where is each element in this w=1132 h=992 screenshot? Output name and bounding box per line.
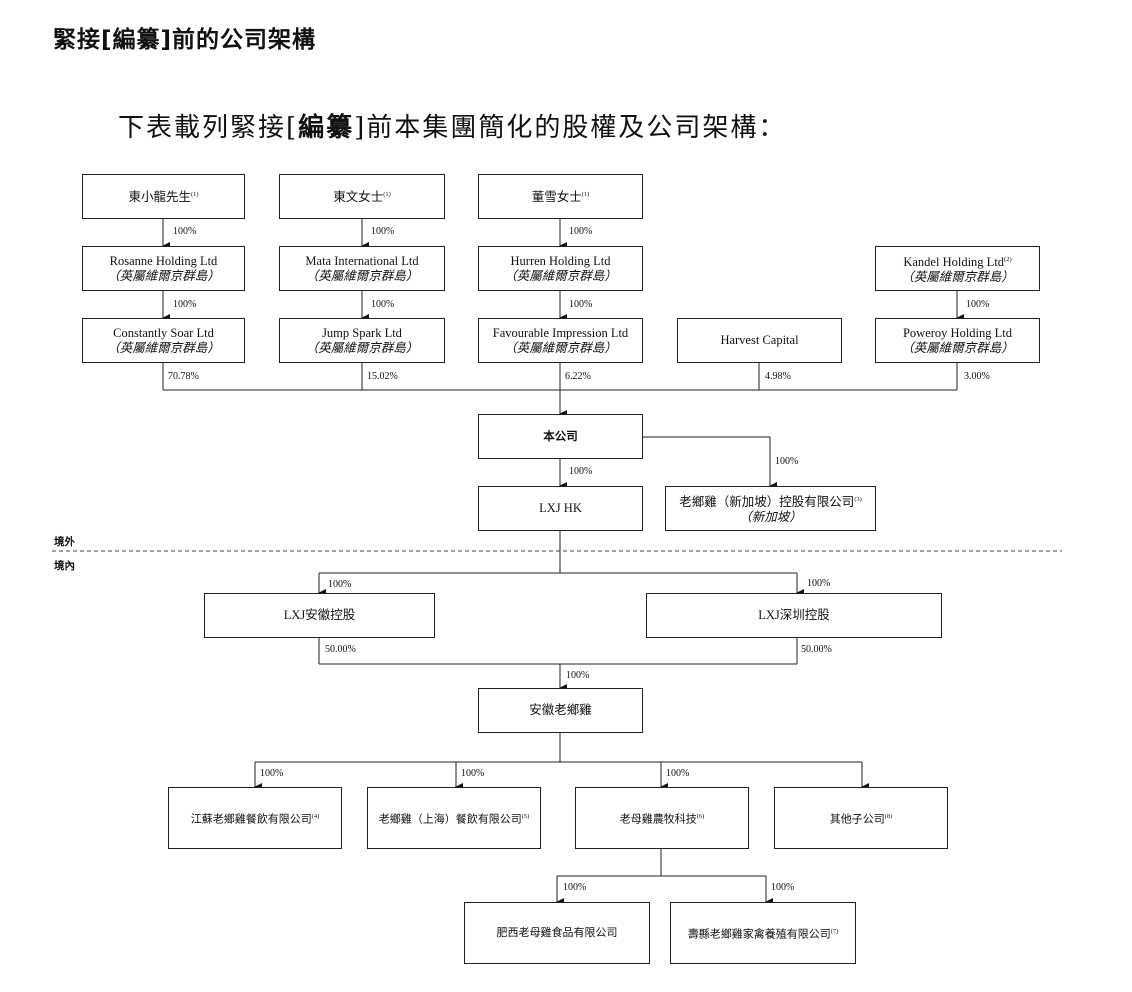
entity-box-rosanne: Rosanne Holding Ltd（英屬維爾京群島） <box>82 246 245 291</box>
entity-box-singapore: 老鄉雞（新加坡）控股有限公司(3)（新加坡） <box>665 486 876 531</box>
entity-box-company: 本公司 <box>478 414 643 459</box>
percentage-label: 100% <box>569 299 593 310</box>
entity-box-jump-spark: Jump Spark Ltd（英屬維爾京群島） <box>279 318 445 363</box>
entity-box-shanghai: 老鄉雞（上海）餐飲有限公司(5) <box>367 787 541 849</box>
entity-box-anhui-lxj: 安徽老鄉雞 <box>478 688 643 733</box>
percentage-label: 50.00% <box>325 644 356 655</box>
entity-box-shenzhen-holding: LXJ深圳控股 <box>646 593 942 638</box>
percentage-label: 3.00% <box>964 371 990 382</box>
entity-box-anhui-holding: LXJ安徽控股 <box>204 593 435 638</box>
entity-box-farming: 老母雞農牧科技(6) <box>575 787 749 849</box>
entity-box-holder2: 東文女士(1) <box>279 174 445 219</box>
entity-box-holder3: 董雪女士(1) <box>478 174 643 219</box>
percentage-label: 100% <box>666 768 690 779</box>
percentage-label: 100% <box>775 456 799 467</box>
percentage-label: 100% <box>260 768 284 779</box>
percentage-label: 70.78% <box>168 371 199 382</box>
entity-box-favourable: Favourable Impression Ltd（英屬維爾京群島） <box>478 318 643 363</box>
entity-box-harvest: Harvest Capital <box>677 318 842 363</box>
entity-box-lxj-hk: LXJ HK <box>478 486 643 531</box>
percentage-label: 100% <box>966 299 990 310</box>
percentage-label: 6.22% <box>565 371 591 382</box>
entity-box-kandel: Kandel Holding Ltd(2)（英屬維爾京群島） <box>875 246 1040 291</box>
entity-box-constantly-soar: Constantly Soar Ltd（英屬維爾京群島） <box>82 318 245 363</box>
entity-box-poweroy: Poweroy Holding Ltd（英屬維爾京群島） <box>875 318 1040 363</box>
entity-box-jiangsu: 江蘇老鄉雞餐飲有限公司(4) <box>168 787 342 849</box>
percentage-label: 4.98% <box>765 371 791 382</box>
percentage-label: 100% <box>173 226 197 237</box>
percentage-label: 15.02% <box>367 371 398 382</box>
percentage-label: 100% <box>371 226 395 237</box>
page-heading: 緊接[編纂]前的公司架構 <box>53 27 317 53</box>
entity-box-hurren: Hurren Holding Ltd（英屬維爾京群島） <box>478 246 643 291</box>
entity-box-others: 其他子公司(8) <box>774 787 948 849</box>
connector <box>642 436 777 490</box>
region-label-onshore: 境內 <box>54 560 75 572</box>
region-label-offshore: 境外 <box>54 536 75 548</box>
percentage-label: 100% <box>173 299 197 310</box>
percentage-label: 50.00% <box>801 644 832 655</box>
intro-text: 下表載列緊接[編纂]前本集團簡化的股權及公司架構： <box>118 113 787 143</box>
percentage-label: 100% <box>569 226 593 237</box>
percentage-label: 100% <box>569 466 593 477</box>
entity-box-shouxian: 壽縣老鄉雞家禽養殖有限公司(7) <box>670 902 856 964</box>
entity-box-mata: Mata International Ltd（英屬維爾京群島） <box>279 246 445 291</box>
entity-box-feixi: 肥西老母雞食品有限公司 <box>464 902 650 964</box>
percentage-label: 100% <box>563 882 587 893</box>
percentage-label: 100% <box>461 768 485 779</box>
percentage-label: 100% <box>371 299 395 310</box>
percentage-label: 100% <box>566 670 590 681</box>
percentage-label: 100% <box>807 578 831 589</box>
percentage-label: 100% <box>771 882 795 893</box>
percentage-label: 100% <box>328 579 352 590</box>
entity-box-holder1: 東小龍先生(1) <box>82 174 245 219</box>
